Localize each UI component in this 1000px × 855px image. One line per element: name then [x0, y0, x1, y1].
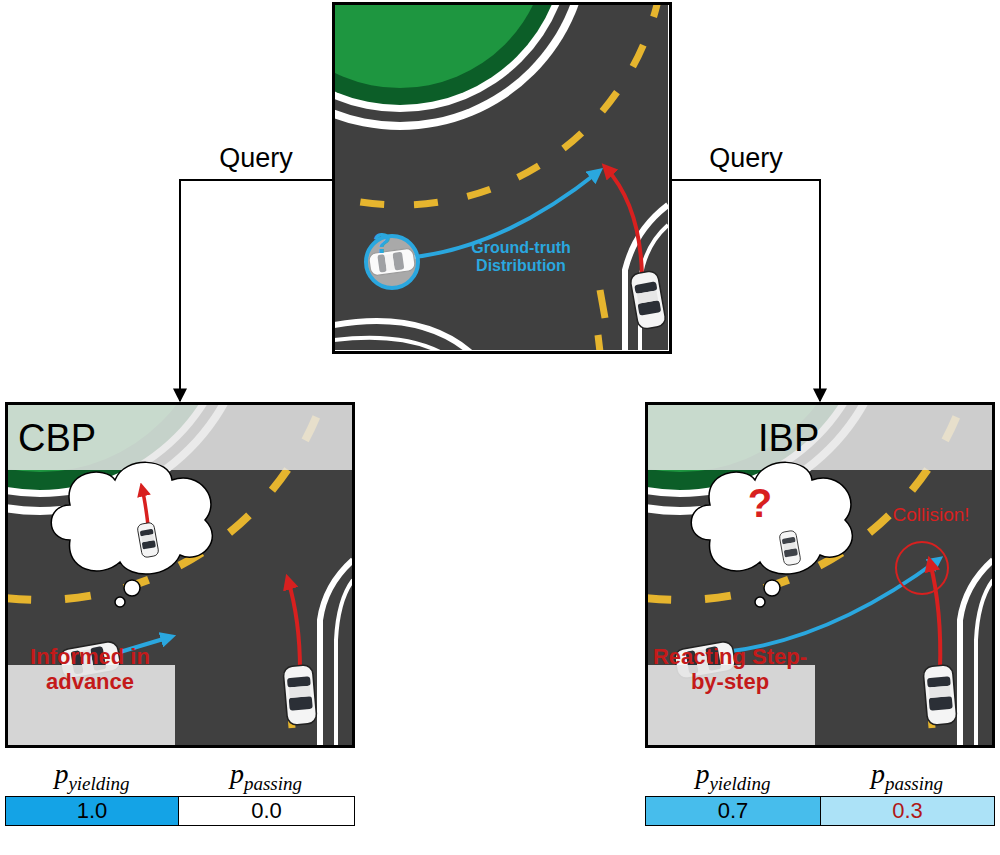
- panel-title: CBP: [18, 417, 96, 461]
- probability-cell: 1.0: [5, 796, 179, 826]
- scene-panel: IBP? Collision! Reacting Step-by-step: [645, 402, 995, 748]
- probability-value: 0.7: [718, 798, 749, 824]
- edge-label: Query: [215, 143, 297, 174]
- symbol-label: p: [230, 758, 244, 789]
- probability-header: pyielding: [695, 758, 770, 790]
- subscript-label: yielding: [709, 773, 770, 794]
- thought-cloud: [51, 462, 212, 607]
- probability-value: 0.0: [251, 798, 282, 824]
- probability-cell: 0.0: [178, 796, 355, 826]
- scene-panel: CBP Informed in advance: [5, 402, 355, 748]
- panel-title: IBP: [758, 417, 819, 461]
- subscript-label: passing: [885, 773, 943, 794]
- probability-value: 1.0: [77, 798, 108, 824]
- query-arrow: [180, 180, 332, 401]
- symbol-label: p: [695, 758, 709, 789]
- symbol-label: p: [54, 758, 68, 789]
- distribution-label: Ground-truth Distribution: [466, 239, 576, 276]
- collision-label: Collision!: [892, 504, 969, 526]
- probability-header: ppassing: [230, 758, 302, 790]
- query-mark: ?: [373, 226, 391, 261]
- roundabout-scene: [334, 4, 668, 350]
- probability-cell: 0.7: [645, 796, 821, 826]
- subscript-label: passing: [244, 773, 302, 794]
- query-arrow: [672, 180, 820, 401]
- cbp-scene: [7, 404, 353, 746]
- symbol-label: p: [871, 758, 885, 789]
- probability-header: ppassing: [871, 758, 943, 790]
- probability-header: pyielding: [54, 758, 129, 790]
- uncertainty-mark: ?: [748, 480, 772, 526]
- ibp-scene: [647, 404, 993, 746]
- edge-label: Query: [705, 143, 787, 174]
- method-caption: Informed in advance: [10, 644, 170, 695]
- subscript-label: yielding: [68, 773, 129, 794]
- method-caption: Reacting Step-by-step: [650, 644, 810, 695]
- scene-panel: ? Ground-truth Distribution: [332, 2, 672, 354]
- probability-value: 0.3: [892, 798, 923, 824]
- probability-cell: 0.3: [820, 796, 995, 826]
- thought-cloud: [691, 462, 852, 607]
